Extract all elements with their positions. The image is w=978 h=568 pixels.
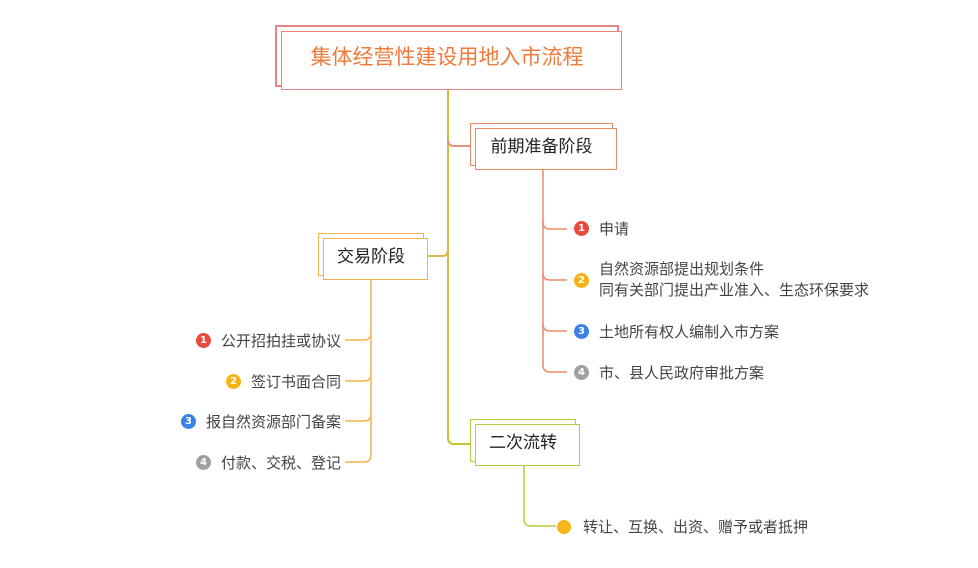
prep-link-2 [542, 272, 567, 281]
branch-trade-line [425, 249, 449, 257]
trade-item[interactable]: 3 报自然资源部门备案 [180, 411, 341, 432]
prep-link-3 [542, 323, 567, 332]
prep-spine [542, 168, 567, 373]
number-2-icon: 2 [225, 374, 241, 389]
root-title: 集体经营性建设用地入市流程 [310, 45, 584, 69]
number-3-icon: 3 [180, 414, 196, 429]
trade-item-label: 签订书面合同 [250, 373, 341, 391]
trade-item-label: 公开招拍挂或协议 [220, 332, 341, 350]
prep-item-label: 市、县人民政府审批方案 [599, 364, 765, 382]
number-4-icon: 4 [574, 365, 589, 380]
prep-item[interactable]: 4 市、县人民政府审批方案 [574, 362, 764, 383]
bullet-dot-icon [557, 519, 571, 534]
trade-item[interactable]: 2 签订书面合同 [225, 371, 341, 392]
transfer-stage-title: 二次流转 [489, 433, 557, 453]
prep-item[interactable]: 2 自然资源部提出规划条件 同有关部门提出产业准入、生态环保要求 [574, 259, 869, 301]
transfer-link [523, 464, 556, 527]
trade-link-3 [345, 413, 372, 422]
trade-stage-node[interactable]: 交易阶段 [318, 233, 428, 280]
number-1-icon: 1 [195, 333, 211, 348]
transfer-item-label: 转让、互换、出资、赠予或者抵押 [583, 518, 809, 536]
transfer-item[interactable]: 转让、互换、出资、赠予或者抵押 [557, 516, 808, 537]
trade-item-label: 付款、交税、登记 [220, 454, 341, 472]
trunk-line [447, 88, 470, 445]
prep-link-1 [542, 221, 567, 230]
branch-prep-line [447, 139, 470, 147]
transfer-stage-node[interactable]: 二次流转 [470, 419, 580, 466]
prep-stage-node[interactable]: 前期准备阶段 [470, 123, 617, 170]
trade-spine [345, 278, 372, 463]
number-1-icon: 1 [574, 221, 589, 236]
prep-item-label-line2: 同有关部门提出产业准入、生态环保要求 [599, 281, 870, 299]
prep-stage-title: 前期准备阶段 [490, 137, 593, 157]
trade-link-2 [345, 373, 372, 382]
trade-stage-title: 交易阶段 [337, 247, 405, 267]
prep-item[interactable]: 3 土地所有权人编制入市方案 [574, 321, 779, 342]
prep-item[interactable]: 1 申请 [574, 218, 629, 239]
trade-item[interactable]: 1 公开招拍挂或协议 [195, 330, 341, 351]
prep-item-label: 申请 [599, 220, 630, 238]
prep-item-label-line1: 自然资源部提出规划条件 [599, 260, 765, 278]
number-4-icon: 4 [195, 455, 211, 470]
trade-item[interactable]: 4 付款、交税、登记 [195, 452, 341, 473]
number-2-icon: 2 [574, 272, 589, 288]
trade-link-1 [345, 332, 372, 341]
trade-item-label: 报自然资源部门备案 [205, 413, 341, 431]
number-3-icon: 3 [574, 324, 589, 339]
prep-item-label: 土地所有权人编制入市方案 [599, 323, 780, 341]
root-node[interactable]: 集体经营性建设用地入市流程 [275, 25, 622, 90]
